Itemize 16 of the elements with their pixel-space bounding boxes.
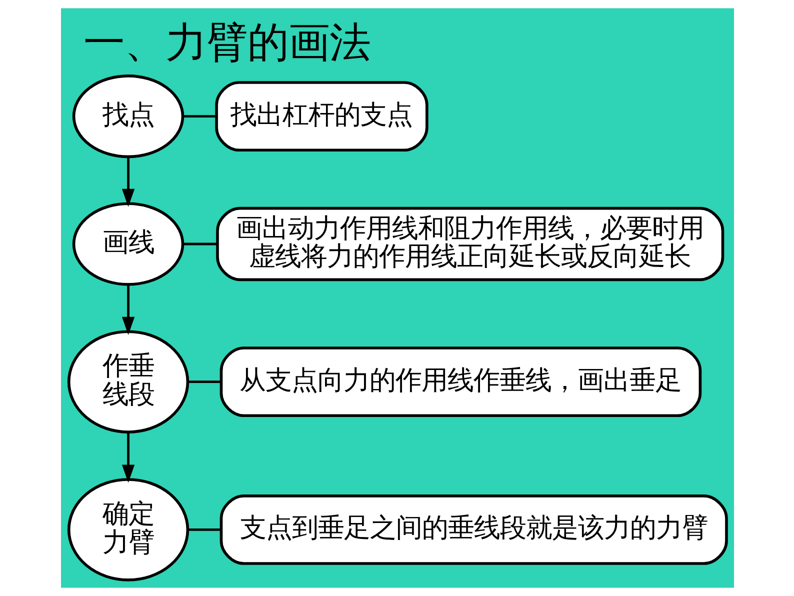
node-ellipse: 确定力臂 — [66, 478, 189, 582]
node-ellipse: 画线 — [72, 202, 184, 286]
node-ellipse: 作垂线段 — [66, 330, 189, 434]
arrow — [121, 284, 134, 335]
connector — [182, 242, 217, 246]
connector — [182, 115, 216, 118]
arrow — [121, 432, 134, 483]
node-box: 找出杠杆的支点 — [214, 81, 428, 152]
node-box: 支点到垂足之间的垂线段就是该力的力臂 — [219, 494, 728, 565]
connector — [188, 380, 221, 384]
node-box: 从支点向力的作用线作垂线，画出垂足 — [219, 346, 702, 418]
arrow — [121, 156, 134, 207]
node-ellipse: 找点 — [72, 74, 184, 158]
diagram-title: 一、力臂的画法 — [83, 18, 370, 66]
connector — [188, 528, 220, 531]
node-box: 画出动力作用线和阻力作用线，必要时用虚线将力的作用线正向延长或反向延长 — [216, 206, 724, 282]
